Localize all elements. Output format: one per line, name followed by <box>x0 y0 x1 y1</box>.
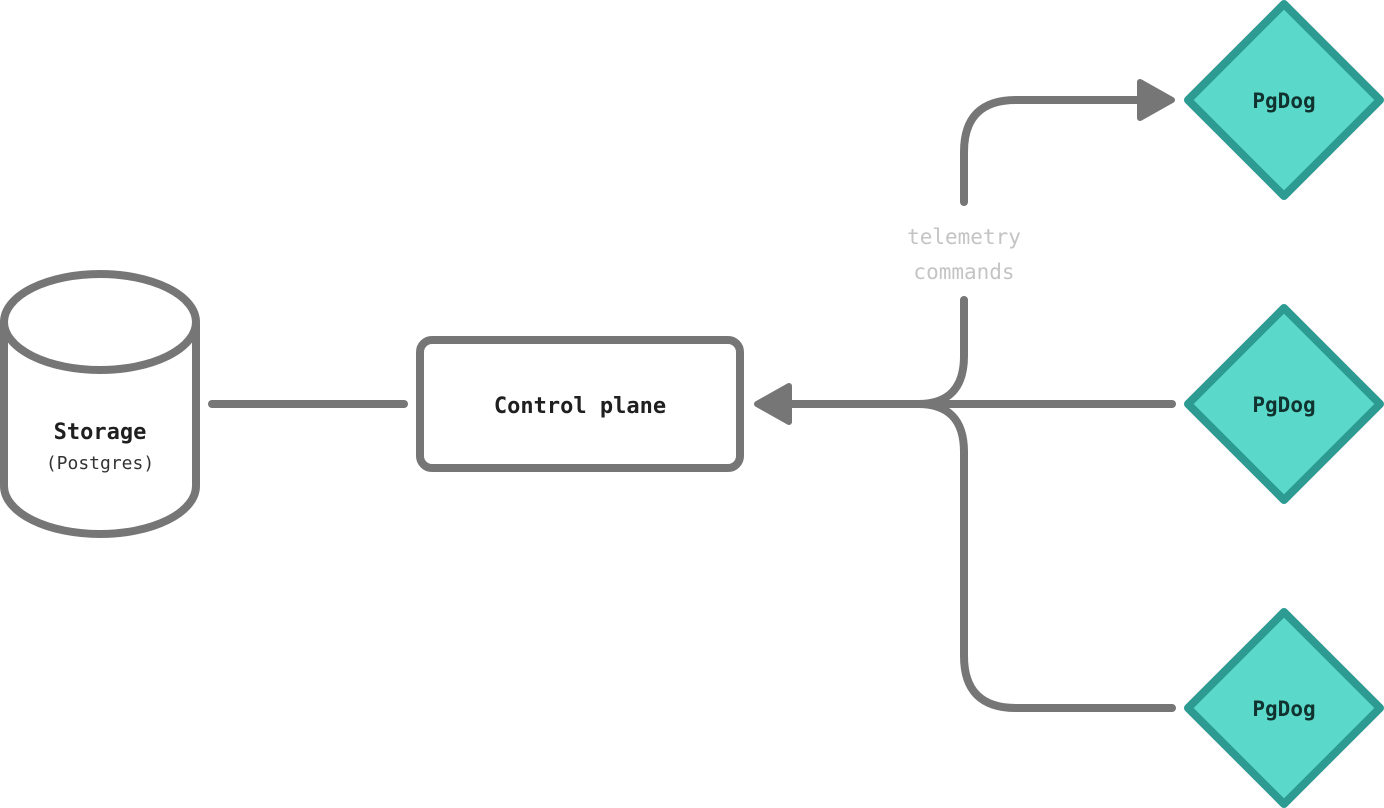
pgdog-diamond-middle <box>1184 304 1384 504</box>
pgdog-label-bottom: PgDog <box>1252 697 1315 721</box>
pgdog-label-middle: PgDog <box>1252 393 1315 417</box>
pgdog-diamond-top <box>1184 0 1384 200</box>
control-plane-arrowhead <box>754 383 792 425</box>
telemetry-label: telemetry <box>907 225 1021 249</box>
storage-cylinder-body <box>0 322 200 538</box>
pgdog-diamond-bottom <box>1184 608 1384 808</box>
pgdog-label-top: PgDog <box>1252 89 1315 113</box>
pgdog-node-top: PgDog <box>1184 0 1384 200</box>
storage-cylinder-top <box>0 270 200 374</box>
control-plane-label: Control plane <box>494 394 666 419</box>
top-node-arrowhead <box>1137 79 1175 121</box>
control-plane-rect <box>416 336 744 472</box>
storage-cylinder: Storage (Postgres) <box>0 270 200 538</box>
lower-branch-connector <box>914 400 1176 712</box>
pgdog-node-bottom: PgDog <box>1184 608 1384 808</box>
storage-title: Storage <box>54 420 147 445</box>
storage-subtitle: (Postgres) <box>46 453 154 474</box>
commands-label: commands <box>913 260 1014 284</box>
top-node-connector <box>960 96 1148 206</box>
upper-branch-connector <box>914 296 968 408</box>
pgdog-node-middle: PgDog <box>1184 304 1384 504</box>
control-plane-box: Control plane <box>416 336 744 472</box>
